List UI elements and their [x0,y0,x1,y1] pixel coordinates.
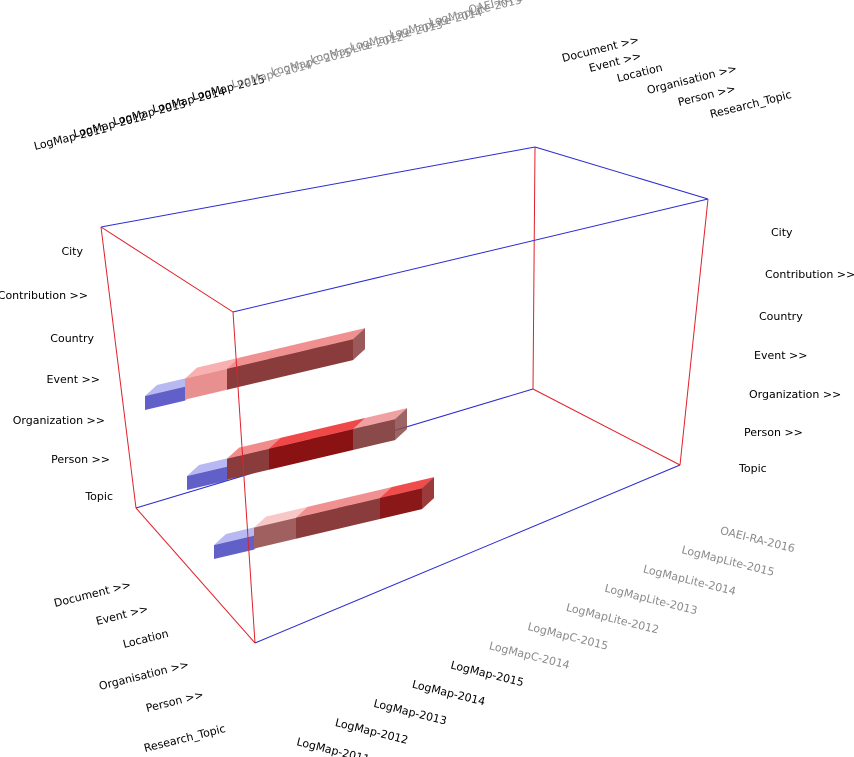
box-edge [679,198,709,466]
tick-label: Country [759,310,803,323]
tick-label: Event >> [754,349,807,362]
tick-label: City [771,226,793,239]
tick-label: LogMapC-2014 [488,639,571,672]
bar-cell-top [311,328,365,349]
bar-cell-front [145,386,185,410]
tick-label: Research_Topic [143,722,227,755]
bar-cell-front [311,339,353,370]
tick-label: LogMapC-2015 [526,620,609,653]
bar-cell-top [187,455,239,476]
bar-cell-side [422,477,434,510]
bar-cell-front [269,348,311,380]
bar-cell-front [380,488,422,519]
tick-label: Topic [738,462,767,475]
tick-label: LogMapLite-2012 [565,601,660,637]
bar-cell-front [214,535,254,559]
box-back [100,146,709,644]
box-edge [100,226,137,509]
tick-label: LogMapLite-2013 [603,582,698,618]
tick-label: Person >> [744,426,803,439]
bar-cell-top [338,486,392,508]
tick-label: LogMap-2011 [295,735,371,757]
bar-cell-top [380,477,434,498]
bar-cell [380,477,434,519]
tick-label: Person >> [145,688,205,715]
tick-label: Location [122,627,170,651]
bar-cell-top [269,337,323,359]
bar-cell-top [214,524,266,545]
tick-label: City [61,245,83,258]
bars [145,328,434,559]
box-edge [534,146,709,200]
tick-label: Contribution >> [765,268,854,281]
bar-cell-top [254,506,308,528]
bar-cell [353,408,407,450]
tick-label: OAEI-RA-2016 [719,524,796,555]
bar-cell-front [227,448,269,480]
bar-cell-top [185,357,239,379]
bar-cell-top [353,408,407,429]
tick-label: Country [50,332,94,345]
bar-cell-front [185,368,227,400]
bar-cell-side [395,408,407,441]
tick-label: LogMap-2013 [372,697,448,728]
tick-label: LogMap-2014 [411,678,487,709]
tick-label: LogMapLite-2014 [642,562,737,598]
tick-label: LogMap-2012 [334,716,410,747]
tick-label: Organization >> [13,414,105,427]
bar-cell-top [145,375,197,396]
tick-label: Organization >> [749,388,841,401]
tick-label: Person >> [51,453,110,466]
bar-cell-top [296,496,350,518]
bar-cell-front [254,517,296,549]
bar-cell-front [338,497,380,529]
box-front [232,198,709,644]
tick-label: Event >> [47,373,100,386]
tick-label: Contribution >> [0,289,88,302]
bar-cell-top [311,417,365,439]
box-edge [232,311,256,644]
tick-label: LogMapLite-2015 [680,543,775,579]
box-edge [100,146,536,228]
bar-cell-front [296,507,338,539]
bar-cell-top [269,427,323,449]
box-edge [254,464,681,644]
tick-label: Document >> [53,578,133,610]
tick-label: Organisation >> [98,658,191,693]
bar-cell-front [353,419,395,450]
tick-label: LogMap-2015 [449,658,525,689]
tick-label: Topic [84,490,113,503]
bar-cell-top [227,347,281,369]
bar-cell-top [227,437,281,459]
tick-label: Event >> [95,602,150,628]
box-edge [532,146,536,390]
bar-cell-side [353,328,365,361]
bar-cell [311,328,365,370]
box-edge [232,198,709,313]
box-edge [135,507,256,644]
bar-cell-front [187,466,227,490]
box-edge [100,226,234,313]
bar-cell-front [269,438,311,470]
box-edge [532,388,681,466]
bar-cell-front [311,428,353,460]
